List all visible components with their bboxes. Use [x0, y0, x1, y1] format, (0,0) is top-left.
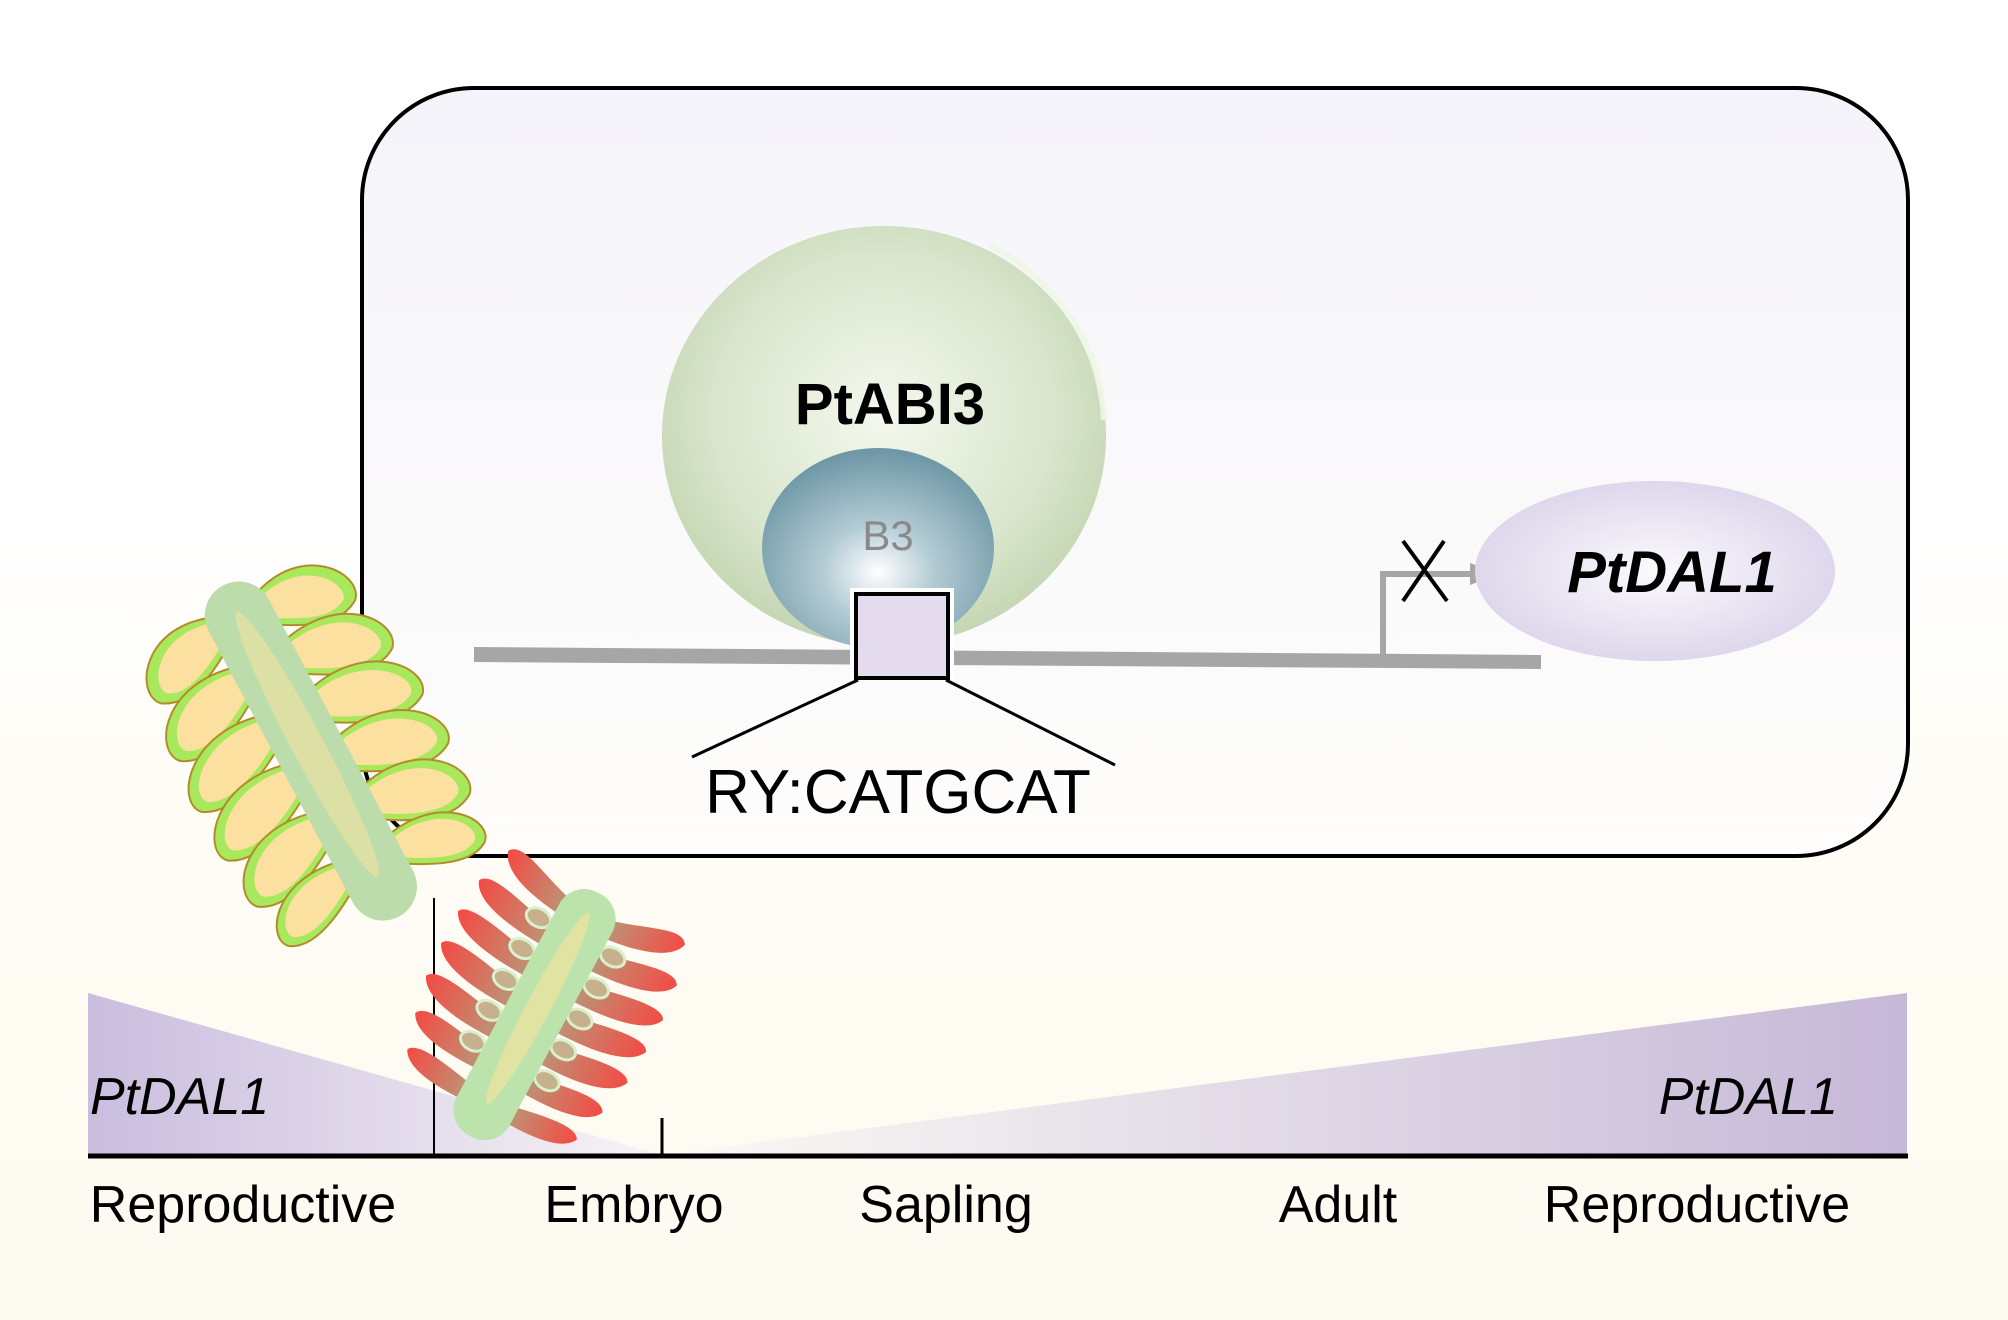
motif-zoom-line-left — [691, 678, 859, 759]
expression-right-wedge — [662, 993, 1907, 1155]
expression-label-left: PtDAL1 — [90, 1068, 269, 1126]
ptabi3-highlight — [988, 242, 1107, 421]
cone-scales-left — [145, 615, 359, 948]
stage-label-sapling: Sapling — [859, 1176, 1032, 1234]
cone-scales-right — [251, 564, 487, 866]
b3-label: B3 — [862, 512, 913, 559]
stage-label-embryo: Embryo — [544, 1176, 723, 1234]
blocked-x-icon — [1401, 539, 1449, 603]
dna-strand — [474, 647, 1541, 669]
motif-zoom-line-right — [945, 678, 1116, 767]
embryo-scales-left — [407, 849, 574, 1102]
ry-motif-box — [854, 592, 950, 680]
seed-cone-icon — [145, 564, 487, 948]
embryo-cone-icon — [407, 849, 685, 1144]
ptdal1-label: PtDAL1 — [1567, 540, 1776, 605]
ptabi3-protein: PtABI3 B3 — [662, 226, 1107, 648]
embryo-pith — [486, 912, 590, 1104]
regulation-box — [360, 86, 1910, 858]
expression-label-right: PtDAL1 — [1659, 1068, 1838, 1126]
ry-motif-label: RY:CATGCAT — [705, 758, 1091, 827]
ptdal1-ellipse — [1475, 481, 1835, 661]
ptabi3-label: PtABI3 — [795, 372, 985, 437]
stage-label-reproductive-start: Reproductive — [90, 1176, 396, 1234]
cone-pith — [235, 611, 380, 878]
stage-label-adult: Adult — [1279, 1176, 1398, 1234]
stage-label-reproductive-end: Reproductive — [1544, 1176, 1850, 1234]
